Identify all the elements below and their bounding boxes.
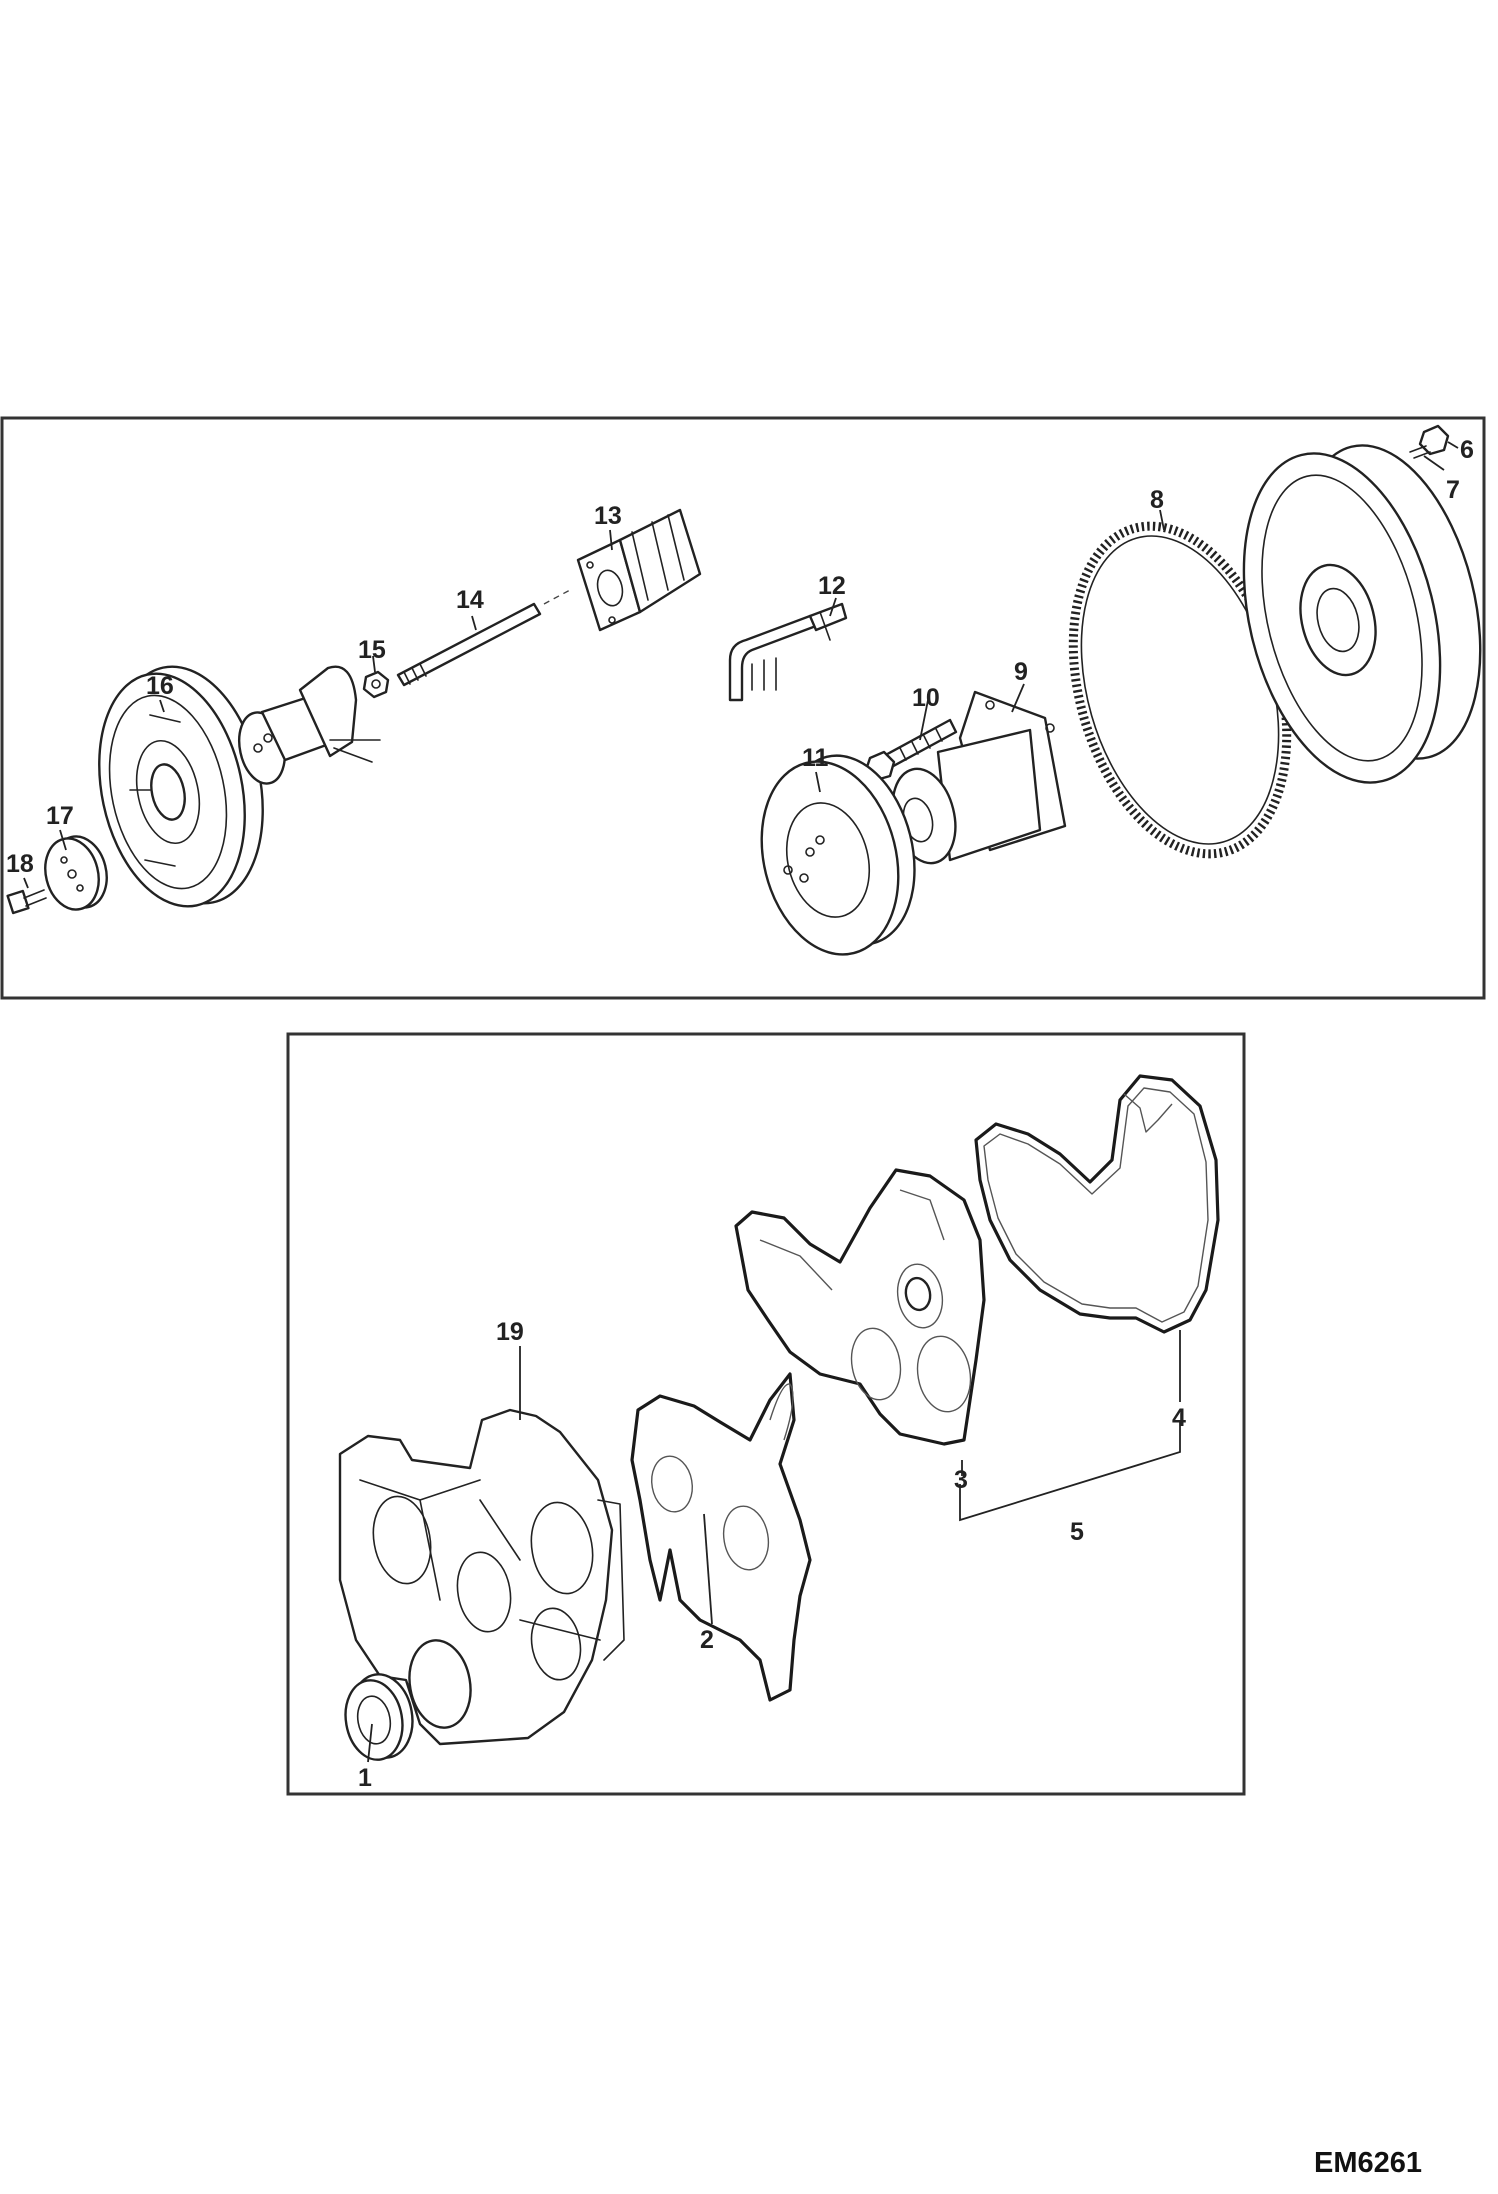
callout-14: 14 — [456, 586, 484, 614]
callout-3: 3 — [954, 1466, 968, 1494]
callout-19: 19 — [496, 1318, 524, 1346]
crankshaft-pulley-part-16 — [98, 665, 264, 908]
callout-12: 12 — [818, 572, 846, 600]
callout-1: 1 — [358, 1764, 372, 1792]
callout-4: 4 — [1172, 1404, 1186, 1432]
drawing-code: EM6261 — [1314, 2147, 1422, 2179]
callout-8: 8 — [1150, 486, 1164, 514]
timing-cover-part-19 — [338, 1408, 625, 1746]
callout-13: 13 — [594, 502, 622, 530]
top-leader-lines — [23, 441, 1459, 889]
gasket-part-3 — [734, 1168, 986, 1446]
callout-17: 17 — [46, 802, 74, 830]
housing-part-9 — [891, 690, 1067, 865]
gasket-part-4 — [974, 1074, 1220, 1334]
callout-7: 7 — [1446, 476, 1460, 504]
oil-seal-part-1 — [344, 1673, 414, 1761]
callout-10: 10 — [912, 684, 940, 712]
pulley-part-11 — [760, 754, 916, 956]
callout-6: 6 — [1460, 436, 1474, 464]
shaft-part-14 — [396, 602, 542, 687]
bolt-part-18 — [6, 889, 47, 915]
callout-11: 11 — [802, 744, 829, 772]
flywheel-part-7 — [1242, 444, 1482, 784]
callout-2: 2 — [700, 1626, 714, 1654]
callout-5: 5 — [1070, 1518, 1084, 1546]
top-panel-frame — [0, 416, 1486, 1000]
callout-18: 18 — [6, 850, 34, 878]
crank-nose-hub — [238, 665, 381, 785]
hex-key-part-12 — [728, 602, 848, 702]
bracket-part-13 — [576, 508, 702, 632]
callout-9: 9 — [1014, 658, 1028, 686]
bottom-leader-lines — [367, 1330, 1181, 1763]
nut-part-15 — [362, 670, 390, 699]
bolt-part-6 — [1409, 424, 1450, 459]
gasket-part-2 — [630, 1372, 812, 1702]
callout-16: 16 — [146, 672, 174, 700]
callout-15: 15 — [358, 636, 386, 664]
